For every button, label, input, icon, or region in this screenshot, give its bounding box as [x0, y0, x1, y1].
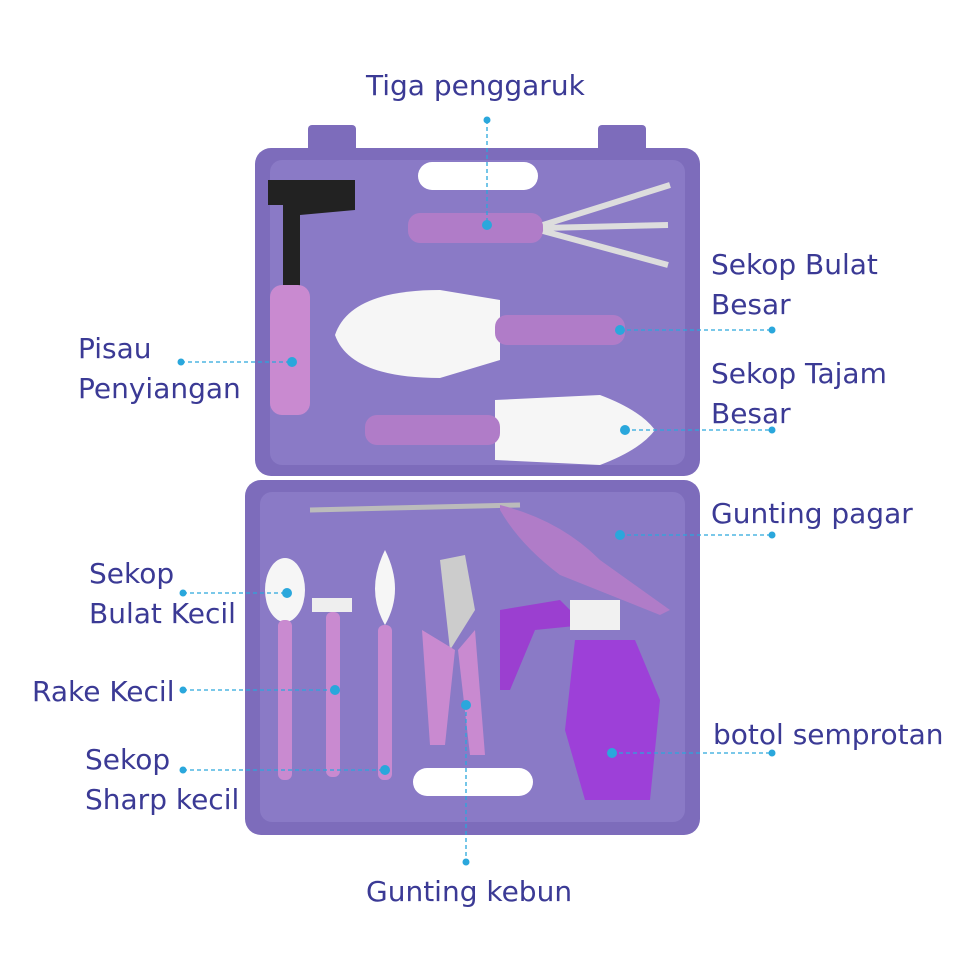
label-large-round-scoop-line1: Sekop Bulat	[711, 248, 878, 281]
label-hedge-shears: Gunting pagar	[711, 497, 913, 530]
label-small-round-scoop-line1: Sekop	[89, 557, 175, 590]
three-prong-rake-icon	[408, 182, 671, 268]
label-large-sharp-scoop-line2: Besar	[711, 397, 791, 430]
leader-lines	[181, 120, 772, 862]
label-garden-shears: Gunting kebun	[366, 875, 573, 908]
leader-dots	[177, 116, 776, 866]
label-three-prong-rake: Tiga penggaruk	[366, 69, 585, 102]
large-sharp-scoop-icon	[365, 395, 655, 465]
garden-shears-icon	[422, 555, 485, 755]
label-large-sharp-scoop-line1: Sekop Tajam	[711, 357, 887, 390]
label-small-sharp-scoop-line2: Sharp kecil	[85, 783, 240, 816]
label-spray-bottle: botol semprotan	[713, 718, 944, 751]
hedge-shears-icon	[309, 502, 670, 615]
label-weeding-knife-line2: Penyiangan	[78, 372, 241, 405]
label-small-rake: Rake Kecil	[32, 675, 175, 708]
spray-bottle-icon	[500, 600, 660, 800]
large-round-scoop-icon	[335, 290, 625, 378]
label-small-round-scoop-line2: Bulat Kecil	[89, 597, 236, 630]
label-weeding-knife-line1: Pisau	[78, 332, 152, 365]
label-small-sharp-scoop-line1: Sekop	[85, 743, 171, 776]
label-large-round-scoop-line2: Besar	[711, 288, 791, 321]
handle-slot	[418, 162, 538, 190]
weeding-knife-icon	[268, 180, 355, 415]
